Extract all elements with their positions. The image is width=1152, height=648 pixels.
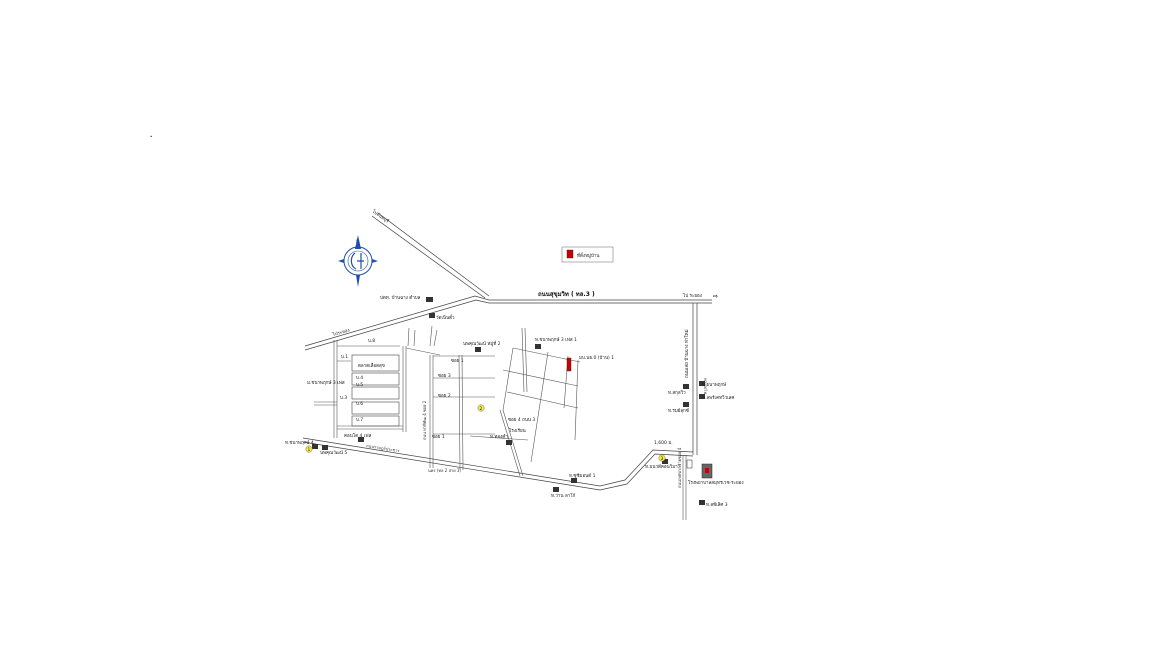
road-label-vertical-mid: ถนน ท่าพิพัฒ 4 ซอย 2 <box>422 400 427 440</box>
svg-text:2: 2 <box>480 406 483 411</box>
lane-label-d: ซอย 1 <box>432 434 445 440</box>
block-label-b3: บ.3 <box>340 395 347 401</box>
place-gas-station: ปตท. บ้านฉาง ตำบล <box>380 294 421 301</box>
rail-station-icon <box>686 459 693 469</box>
place-right-7: ห.ลพีเลิศ 3 <box>706 502 728 508</box>
lane-label-b: ซอย 3 <box>438 373 451 379</box>
building-icon <box>322 445 328 450</box>
road-label-rail: ทางรถไฟ <box>703 378 708 394</box>
building-icon <box>358 437 364 442</box>
block-label-b5: บ.5 <box>356 382 363 388</box>
hospital-cross-icon <box>705 468 709 473</box>
block-label-b6: บ.6 <box>356 401 363 407</box>
place-village-code: มบ.นธ.0 (บ้าน) 1 <box>579 355 614 361</box>
svg-text:1: 1 <box>308 447 311 452</box>
middle-street-grid <box>407 325 581 477</box>
route-marker-1: 1 <box>305 445 313 453</box>
place-right-5: ห.มนวดีคอนวิมา <box>645 464 678 470</box>
road-diagonal-north <box>371 212 490 299</box>
lane-label-c: ซอย 2 <box>438 393 451 399</box>
road-vertical-right <box>692 303 698 455</box>
compass-north-label: N <box>356 239 359 244</box>
place-school-small: โรงเรียน <box>509 427 526 434</box>
block-label-b8: บ.8 <box>368 338 375 344</box>
compass-rose-icon: N <box>338 235 378 287</box>
legend: ที่ตั้งหมู่บ้าน <box>561 246 614 263</box>
place-right-3: ห.ลพร์เคทวิวเลค <box>702 394 734 401</box>
place-village-lower-left: คอนโด 4 เฟส <box>344 432 372 439</box>
road-label-rayong-right: ไป ระยอง <box>682 293 702 299</box>
place-village-bottom: ห.ว่าน ลาโก้ <box>551 492 576 499</box>
building-icon <box>662 459 668 464</box>
place-school-mid: นพคุณวัฒน์ หมู่ที่ 2 <box>463 340 501 347</box>
road-label-distance: 1,600 ม. <box>654 440 673 446</box>
road-label-highway: ถนนสุขุมวิท ( ทล.3 ) <box>538 290 595 298</box>
road-label-rayong-left: ไประยอง <box>331 327 350 338</box>
building-icon <box>429 313 435 318</box>
road-vertical-lower <box>682 455 687 520</box>
legend-label: ที่ตั้งหมู่บ้าน <box>577 252 600 259</box>
road-label-vertical-lower: ถนนเทศบาลซ้ายซอย 4 <box>677 447 682 488</box>
block-label-b4: บ.4 <box>356 375 363 381</box>
building-icon <box>699 500 705 505</box>
building-icon <box>506 440 512 445</box>
place-village-left-top: ห.ชนาพฤกษ์ 4 <box>285 439 314 446</box>
left-block-grid <box>314 340 441 438</box>
arrow-rayong-right-icon: ⇨ <box>713 293 718 300</box>
place-village-1: ห.ชนาพฤกษ์ 3 เฟส 1 <box>535 336 577 343</box>
place-right-1: ห.ธนาพฤกษ์ <box>702 381 726 388</box>
place-temple: วัดเนินตั้ว <box>436 314 455 321</box>
building-icon <box>699 394 705 399</box>
road-label-nav: นคร (ทล 2 สาย 3) <box>428 468 461 473</box>
place-right-4: ห.รมย์ลุกซ์ <box>668 407 689 414</box>
block-label-b1: บ.1 <box>341 354 348 360</box>
site-marker <box>566 357 572 372</box>
building-icon <box>553 487 559 492</box>
route-marker-2: 2 <box>477 404 485 412</box>
place-right-2: ห.สกุลวิว <box>668 390 686 396</box>
route-marker-3: 3 <box>658 454 666 462</box>
svg-text:3: 3 <box>661 456 664 461</box>
building-icon <box>426 297 433 302</box>
road-label-south: ถนนราษฎร์ประชาร <box>366 443 401 453</box>
building-icon <box>699 381 705 386</box>
lane-label-e: ซอย 4 ถนน 3 <box>508 417 535 423</box>
place-market: ตลาดเลือดสุข <box>358 362 385 369</box>
block-label-b7: บ.7 <box>356 417 363 423</box>
place-hospital: โรงพยาบาลสมุทรเวช-ระยอง <box>688 479 744 486</box>
building-icon <box>571 478 577 483</box>
building-icon <box>683 402 689 407</box>
building-icon <box>683 384 689 389</box>
place-village-left-mid: ม.ชนาพฤกษ์ 3 เฟส <box>307 379 345 386</box>
legend-frame <box>561 246 614 263</box>
building-icon <box>535 344 541 349</box>
place-cluster-mid: ห.ทองคำ <box>490 433 508 440</box>
road-highway-main <box>304 295 712 351</box>
legend-swatch <box>566 249 574 259</box>
place-village-lower-mid: ห.ซูซีมอนด์ 1 <box>569 472 596 479</box>
road-southern <box>302 437 694 491</box>
stray-mark: . <box>150 132 152 139</box>
building-icon <box>475 347 481 352</box>
building-icon <box>312 444 318 449</box>
road-label-vertical-right: ถนนเลย บ้านฉาง ท่าใหม่ <box>684 329 690 378</box>
lane-label-a: ซอย 1 <box>451 358 464 364</box>
place-village-left-b: นพคุณวัฒน์ 5 <box>320 449 347 456</box>
